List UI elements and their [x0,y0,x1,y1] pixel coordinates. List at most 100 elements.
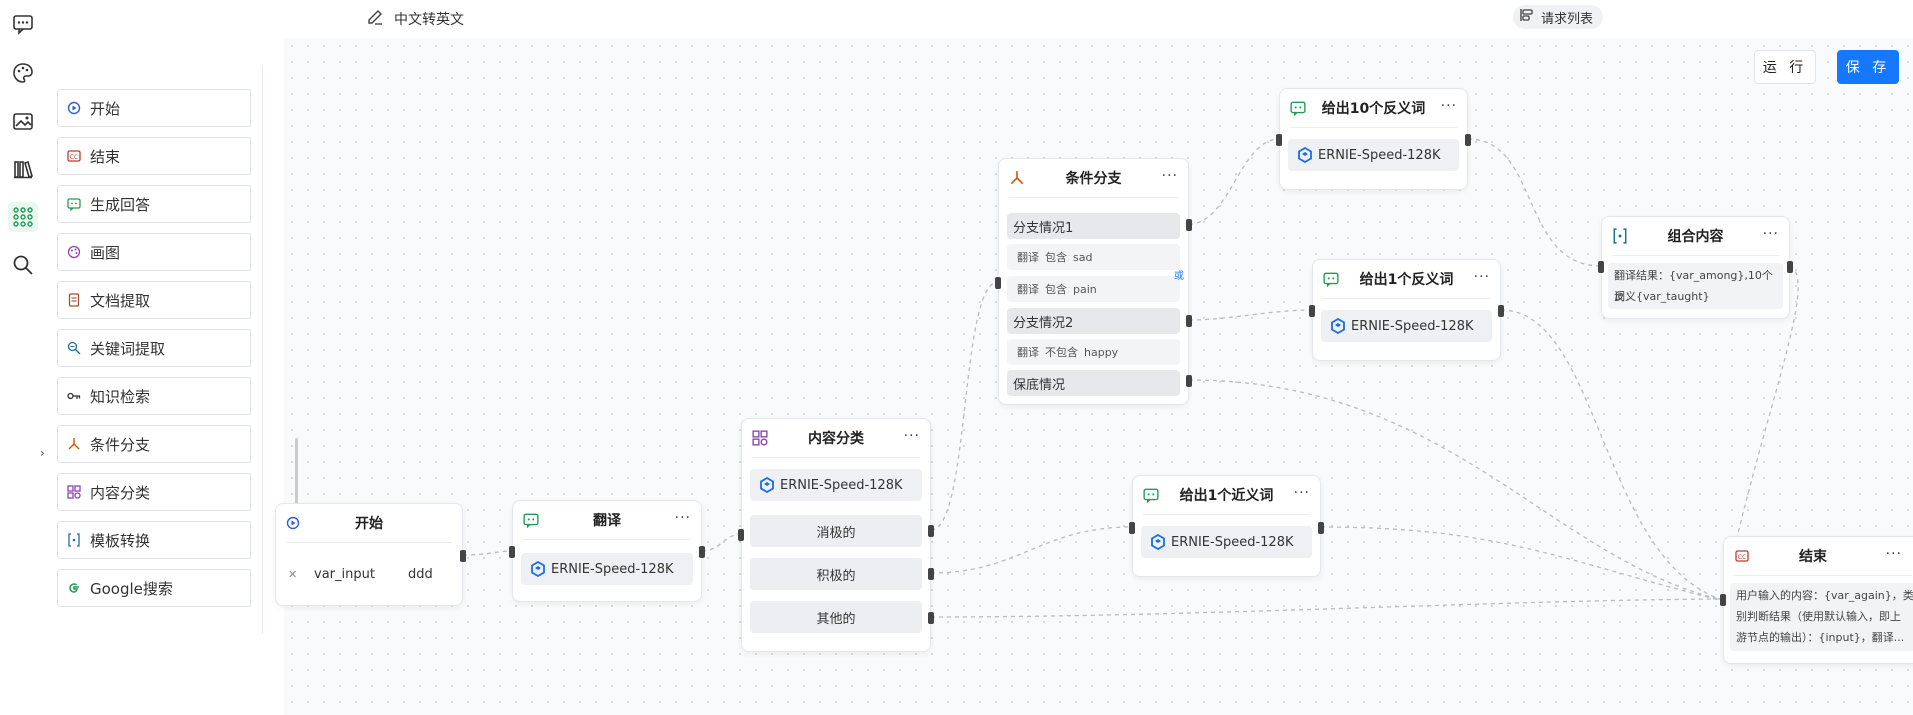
more-menu-icon[interactable]: ··· [1161,168,1178,184]
node-synonym-1[interactable]: 给出1个近义词 ··· ERNIE-Speed-128K [1129,475,1324,577]
model-selector[interactable]: ERNIE-Speed-128K [1321,310,1492,342]
collapse-panel-chevron-icon[interactable]: › [40,446,45,460]
more-menu-icon[interactable]: ··· [1440,98,1457,114]
branch-fallback[interactable]: 保底情况 [1007,370,1180,396]
request-list-button[interactable]: 请求列表 [1513,5,1604,29]
sidebar-item-label: 文档提取 [90,291,151,310]
input-handle[interactable] [1720,594,1726,606]
sidebar-item-classify[interactable]: 内容分类 [57,473,251,511]
sidebar-item-paint[interactable]: 画图 [57,233,251,271]
output-handle-negative[interactable] [928,525,934,537]
category-other[interactable]: 其他的 [750,601,922,633]
list-icon [1519,7,1535,27]
output-handle[interactable] [460,550,466,562]
output-handle[interactable] [1318,522,1324,534]
node-divider [286,542,452,543]
condition-row[interactable]: 翻译 不包含 happy [1007,339,1180,365]
output-handle[interactable] [699,546,705,558]
library-icon[interactable] [8,154,38,184]
sidebar-item-start[interactable]: 开始 [57,89,251,127]
more-menu-icon[interactable]: ··· [1473,269,1490,285]
svg-text:CC: CC [70,154,78,161]
sidebar-item-doc-extract[interactable]: 文档提取 [57,281,251,319]
branch-icon [66,436,82,452]
category-negative[interactable]: 消极的 [750,515,922,547]
sidebar-item-knowledge-search[interactable]: 知识检索 [57,377,251,415]
edit-icon[interactable] [366,8,384,30]
model-icon [1297,146,1313,164]
condition-row[interactable]: 翻译 包含 sad [1007,244,1180,270]
end-icon: CC [1734,548,1752,566]
sidebar-item-generate-answer[interactable]: 生成回答 [57,185,251,223]
node-title: 开始 [355,516,383,532]
model-selector[interactable]: ERNIE-Speed-128K [521,553,693,585]
search-icon[interactable] [8,250,38,280]
apps-grid-icon[interactable] [8,202,38,232]
node-end[interactable]: CC 结束 ··· 用户输入的内容：{var_again}，类 别判断结果（使用… [1720,536,1913,664]
node-header: 组合内容 ··· [1602,217,1789,255]
node-classify[interactable]: 内容分类 ··· ERNIE-Speed-128K 消极的 积极的 其他的 [738,418,934,652]
output-handle-fallback[interactable] [1186,375,1192,387]
output-handle-positive[interactable] [928,568,934,580]
input-handle[interactable] [509,546,515,558]
edge-combine-end [1722,265,1799,601]
more-menu-icon[interactable]: ··· [903,428,920,444]
sidebar-item-label: 关键词提取 [90,339,166,358]
sidebar-item-template[interactable]: 模板转换 [57,521,251,559]
variable-name: var_input [314,566,375,582]
input-handle[interactable] [738,529,744,541]
save-button[interactable]: 保 存 [1837,50,1899,84]
chat-icon[interactable] [8,9,38,39]
or-logic-label[interactable]: 或 [1174,271,1184,282]
node-translate[interactable]: 翻译 ··· ERNIE-Speed-128K [509,500,705,602]
edge-antonym10-combine [1467,138,1602,267]
node-start[interactable]: 开始 ✕ var_input ddd [275,503,466,606]
input-handle[interactable] [995,277,1001,289]
output-handle[interactable] [1498,305,1504,317]
edge-classify-negative-branch [930,281,999,531]
input-handle[interactable] [1309,305,1315,317]
node-antonym-10[interactable]: 给出10个反义词 ··· ERNIE-Speed-128K [1276,88,1471,190]
sidebar-item-google[interactable]: Google搜索 [57,569,251,607]
output-handle-case2[interactable] [1186,315,1192,327]
classify-icon [66,484,82,500]
output-handle[interactable] [1465,134,1471,146]
workflow-title[interactable]: 中文转英文 [366,8,464,30]
condition-row[interactable]: 翻译 包含 pain [1007,276,1180,302]
node-combine[interactable]: 组合内容 ··· 翻译结果：{var_among},10个反义 词：{var_t… [1598,216,1793,319]
more-menu-icon[interactable]: ··· [1293,485,1310,501]
more-menu-icon[interactable]: ··· [1885,546,1902,562]
workflow-canvas[interactable] [284,38,1913,715]
model-selector[interactable]: ERNIE-Speed-128K [750,469,922,501]
branch-case-1[interactable]: 分支情况1 [1007,213,1180,239]
canvas-scrollbar[interactable] [295,438,298,510]
more-menu-icon[interactable]: ··· [1762,226,1779,242]
input-handle[interactable] [1129,522,1135,534]
sidebar-item-end[interactable]: CC 结束 [57,137,251,175]
end-icon: CC [66,148,82,164]
output-handle-case1[interactable] [1186,219,1192,231]
output-handle[interactable] [1787,261,1793,273]
sidebar-item-branch[interactable]: 条件分支 [57,425,251,463]
model-selector[interactable]: ERNIE-Speed-128K [1141,526,1312,558]
sidebar-item-keyword-extract[interactable]: 关键词提取 [57,329,251,367]
node-antonym-1[interactable]: 给出1个反义词 ··· ERNIE-Speed-128K [1309,259,1504,361]
node-title: 翻译 [593,513,621,529]
branch-case-2[interactable]: 分支情况2 [1007,308,1180,334]
input-handle[interactable] [1598,261,1604,273]
output-handle-other[interactable] [928,612,934,624]
input-handle[interactable] [1276,134,1282,146]
palette-icon[interactable] [8,58,38,88]
end-content-box[interactable]: 用户输入的内容：{var_again}，类 别判断结果（使用默认输入，即上 游节… [1730,583,1913,651]
node-divider [1323,298,1490,299]
model-selector[interactable]: ERNIE-Speed-128K [1288,139,1459,171]
node-title: 结束 [1799,549,1827,565]
image-gallery-icon[interactable] [8,106,38,136]
run-button[interactable]: 运 行 [1754,50,1816,84]
sidebar-item-label: 条件分支 [90,435,151,454]
template-content-box[interactable]: 翻译结果：{var_among},10个反义 词：{var_taught} [1608,263,1783,309]
node-branch[interactable]: 条件分支 ··· 分支情况1 翻译 包含 sad 翻译 包含 pain 或 分支… [995,158,1192,405]
category-positive[interactable]: 积极的 [750,558,922,590]
google-icon [66,580,82,596]
more-menu-icon[interactable]: ··· [674,510,691,526]
